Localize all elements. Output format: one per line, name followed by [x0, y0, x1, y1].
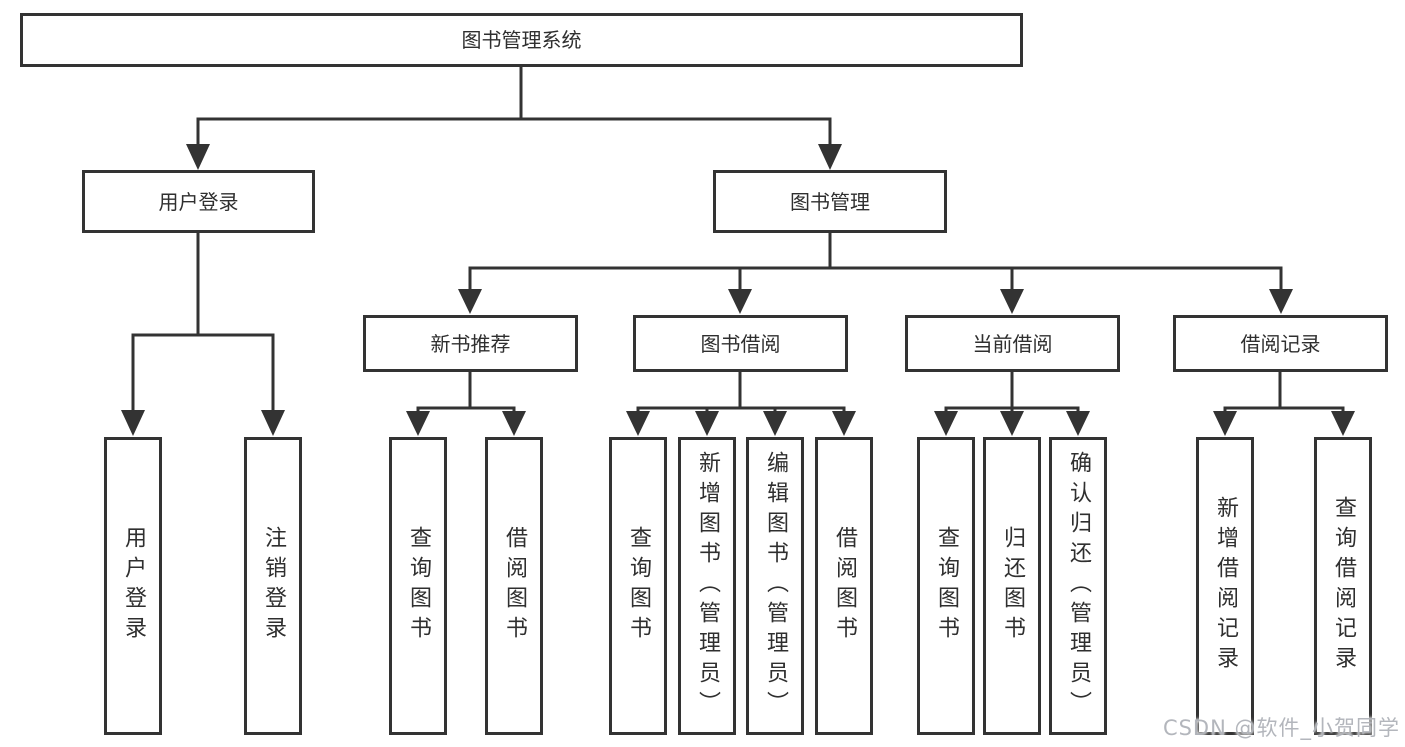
leaf-edit-book-admin: 编辑图书（管理员） [746, 437, 804, 735]
leaf-query-books-borrowing: 查询图书 [609, 437, 667, 735]
leaf-query-borrow-record: 查询借阅记录 [1314, 437, 1372, 735]
leaf-confirm-return-admin: 确认归还（管理员） [1049, 437, 1107, 735]
leaf-add-borrow-record: 新增借阅记录 [1196, 437, 1254, 735]
leaf-borrow-books-borrowing: 借阅图书 [815, 437, 873, 735]
node-book-management-branch: 图书管理 [713, 170, 947, 233]
leaf-return-book: 归还图书 [983, 437, 1041, 735]
node-user-login-branch: 用户登录 [82, 170, 315, 233]
node-root-system: 图书管理系统 [20, 13, 1023, 67]
leaf-query-books-recommend: 查询图书 [389, 437, 447, 735]
node-new-book-recommend: 新书推荐 [363, 315, 578, 372]
leaf-query-books-current: 查询图书 [917, 437, 975, 735]
node-borrowing-records: 借阅记录 [1173, 315, 1388, 372]
node-book-borrowing: 图书借阅 [633, 315, 848, 372]
csdn-watermark: CSDN @软件_小贺同学 [1162, 716, 1400, 740]
node-current-borrowing: 当前借阅 [905, 315, 1120, 372]
leaf-user-login: 用户登录 [104, 437, 162, 735]
leaf-logout: 注销登录 [244, 437, 302, 735]
leaf-add-book-admin: 新增图书（管理员） [678, 437, 736, 735]
leaf-borrow-books-recommend: 借阅图书 [485, 437, 543, 735]
